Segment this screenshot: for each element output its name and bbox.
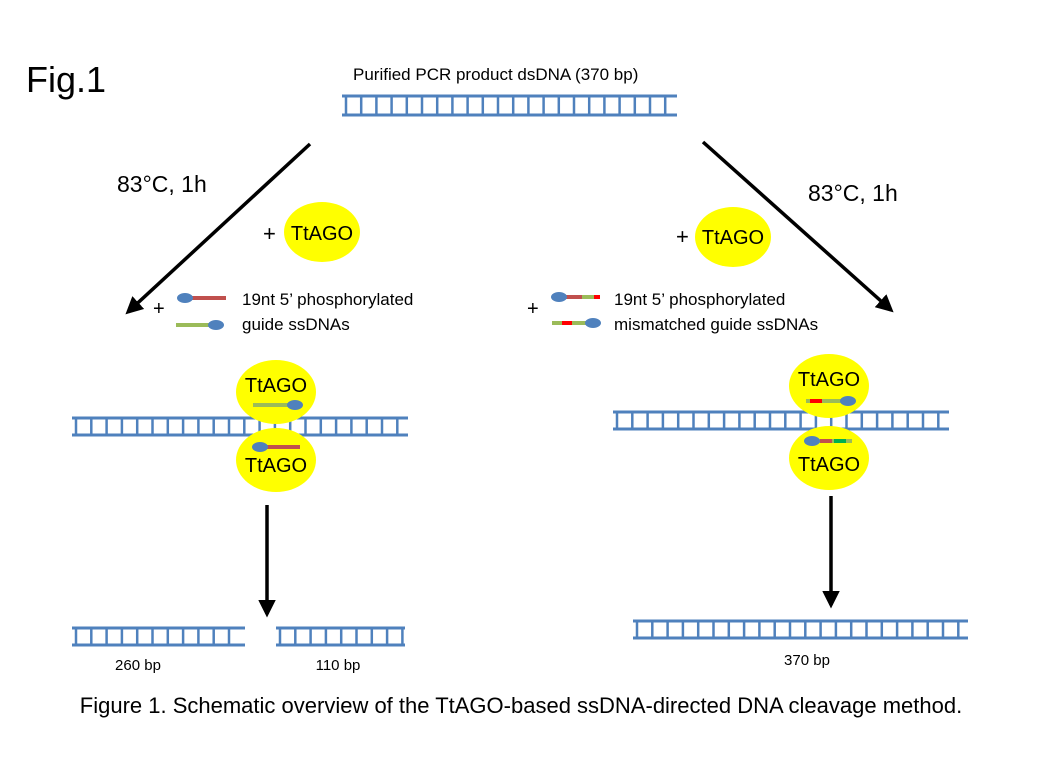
right-enzyme-label: TtAGO xyxy=(702,227,764,249)
right-plus-enzyme: + xyxy=(676,224,689,249)
left-plus-guide: + xyxy=(153,298,165,320)
left-guide-line2: guide ssDNAs xyxy=(242,315,350,334)
left-condition: 83°C, 1h xyxy=(117,171,207,197)
dna-right-target xyxy=(613,410,949,431)
right-complex-top-label: TtAGO xyxy=(798,369,860,391)
right-plus-guide: + xyxy=(527,298,539,320)
fig-label: Fig.1 xyxy=(26,59,106,100)
left-complex-bottom-guide-icon xyxy=(252,442,300,452)
right-complex-bottom-label: TtAGO xyxy=(798,454,860,476)
left-plus-enzyme: + xyxy=(263,221,276,246)
left-guide-line1: 19nt 5’ phosphorylated xyxy=(242,290,413,309)
right-enzyme-ellipse xyxy=(695,207,771,267)
dna-product-260bp xyxy=(72,626,245,647)
left-reaction-arrow xyxy=(125,142,312,315)
dna-left-target xyxy=(72,416,408,437)
left-guide-green-icon xyxy=(176,320,224,330)
right-guide-mismatch2-icon xyxy=(552,318,601,328)
right-complex-bottom-guide-icon xyxy=(804,436,852,446)
figure-caption: Figure 1. Schematic overview of the TtAG… xyxy=(80,693,962,718)
left-complex-bottom-label: TtAGO xyxy=(245,455,307,477)
product-110-label: 110 bp xyxy=(316,657,361,674)
product-370-label: 370 bp xyxy=(784,652,830,669)
left-complex-top-guide-icon xyxy=(253,400,303,410)
right-guide-line2: mismatched guide ssDNAs xyxy=(614,315,818,334)
right-condition: 83°C, 1h xyxy=(808,180,898,206)
left-enzyme-label: TtAGO xyxy=(291,223,353,245)
right-guide-line1: 19nt 5’ phosphorylated xyxy=(614,290,785,309)
left-complex-top-label: TtAGO xyxy=(245,375,307,397)
right-complex-top-guide-icon xyxy=(806,396,856,406)
dna-product-370bp xyxy=(633,619,968,640)
dna-product-110bp xyxy=(276,626,405,647)
product-260-label: 260 bp xyxy=(115,657,161,674)
dna-370bp-input xyxy=(342,94,677,117)
left-enzyme-ellipse xyxy=(284,202,360,262)
left-guide-red-icon xyxy=(177,293,226,303)
right-reaction-arrow xyxy=(701,140,894,313)
top-label: Purified PCR product dsDNA (370 bp) xyxy=(353,65,638,84)
right-guide-mismatch1-icon xyxy=(551,292,600,302)
